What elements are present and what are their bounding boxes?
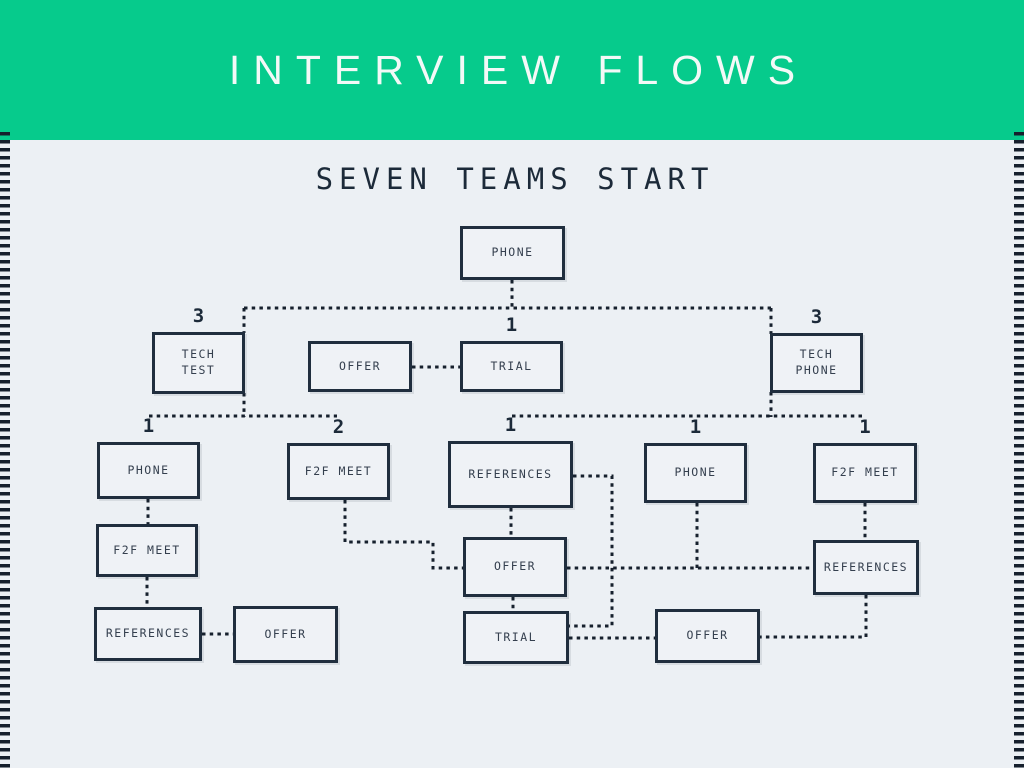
- header-band: INTERVIEW FLOWS: [0, 0, 1024, 140]
- flow-node-tech-phone: TECH PHONE: [770, 333, 863, 393]
- flow-node-label: OFFER: [338, 358, 382, 373]
- flow-node-label: PHONE: [127, 462, 170, 477]
- edge-references-mid-to-trial-elbow: [569, 474, 614, 628]
- flow-node-offer-center: OFFER: [463, 537, 567, 597]
- edge-f2f-mid-to-offer-center: [343, 500, 463, 570]
- flow-node-tech-test: TECH TEST: [152, 332, 245, 394]
- edge-references-right-to-offer: [760, 595, 868, 639]
- flow-node-references-mid: REFERENCES: [448, 441, 573, 508]
- flow-node-references-left: REFERENCES: [94, 607, 202, 661]
- flow-node-f2f-meet-left: F2F MEET: [96, 524, 198, 577]
- flow-node-label: PHONE: [674, 465, 717, 480]
- branch-count-trial-mid: 1: [505, 314, 518, 336]
- flow-node-label: OFFER: [493, 559, 537, 574]
- flow-node-f2f-meet-right: F2F MEET: [813, 443, 917, 503]
- flow-node-phone-left: PHONE: [97, 442, 200, 499]
- flow-node-label: OFFER: [686, 628, 729, 643]
- branch-count-f2f-meet-right: 1: [859, 416, 871, 438]
- flow-node-label: REFERENCES: [823, 559, 909, 574]
- flow-node-trial-bottom: TRIAL: [463, 611, 569, 664]
- flow-node-offer-left: OFFER: [233, 606, 338, 663]
- flow-node-offer-bottom-right: OFFER: [655, 609, 760, 663]
- diagram-subtitle: SEVEN TEAMS START: [315, 162, 715, 196]
- flow-node-phone-mid-right: PHONE: [644, 443, 747, 503]
- flow-node-label: REFERENCES: [468, 466, 553, 481]
- branch-count-phone-mid-right: 1: [689, 416, 702, 438]
- flow-node-references-right: REFERENCES: [813, 540, 919, 595]
- flow-node-trial-mid: TRIAL: [460, 341, 563, 392]
- flow-node-label: TECH TEST: [181, 347, 216, 377]
- branch-count-f2f-meet-mid: 2: [332, 416, 345, 438]
- branch-count-tech-phone: 3: [810, 306, 823, 328]
- right-stripe-decoration: [1014, 132, 1024, 768]
- left-stripe-decoration: [0, 132, 10, 768]
- branch-count-phone-left: 1: [142, 415, 155, 437]
- page-title: INTERVIEW FLOWS: [228, 46, 809, 93]
- flow-node-label: PHONE: [491, 245, 534, 260]
- flow-node-label: F2F MEET: [304, 463, 373, 478]
- flow-node-label: OFFER: [264, 626, 307, 641]
- flow-node-label: F2F MEET: [831, 465, 899, 480]
- flow-node-phone-top: PHONE: [460, 226, 565, 280]
- flow-node-f2f-meet-mid: F2F MEET: [287, 443, 390, 500]
- flow-node-label: F2F MEET: [113, 542, 181, 557]
- flow-node-label: TRIAL: [490, 358, 533, 373]
- branch-count-references-mid: 1: [504, 414, 517, 436]
- flow-node-label: REFERENCES: [105, 626, 191, 641]
- flow-node-label: TECH PHONE: [795, 347, 838, 377]
- flow-node-label: TRIAL: [494, 629, 538, 644]
- flow-node-offer-mid: OFFER: [308, 341, 412, 392]
- branch-count-tech-test: 3: [192, 305, 205, 327]
